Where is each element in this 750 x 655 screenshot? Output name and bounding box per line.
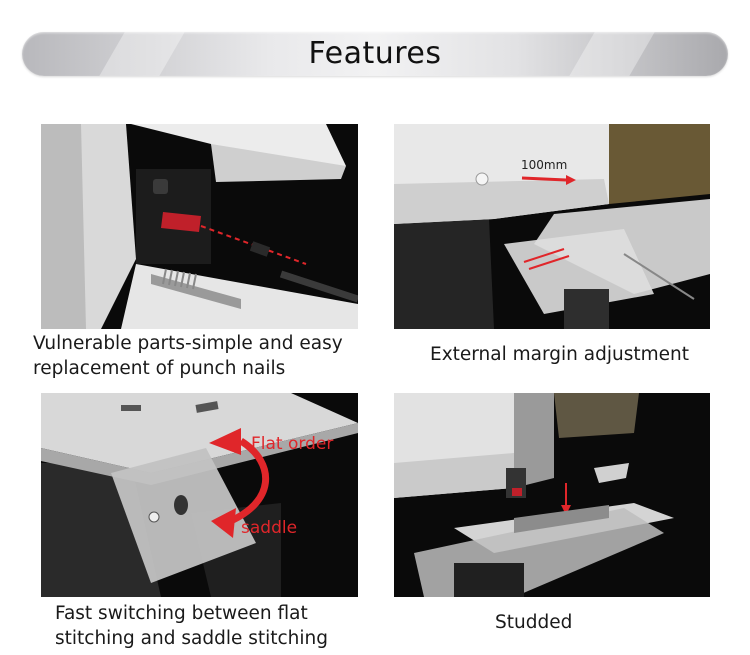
- caption-line: External margin adjustment: [430, 344, 689, 365]
- caption-line: Vulnerable parts-simple and easy: [33, 333, 343, 354]
- feature-image-flat-saddle: Flat order saddle: [41, 393, 358, 597]
- page-title: Features: [308, 36, 442, 71]
- feature-caption-margin-adjustment: External margin adjustment: [430, 342, 689, 367]
- feature-image-studded: [394, 393, 710, 597]
- caption-line: Studded: [495, 612, 573, 633]
- caption-line: Fast switching between flat: [55, 603, 308, 624]
- feature-image-punch-nails: [41, 124, 358, 329]
- saddle-label: saddle: [241, 518, 297, 538]
- features-banner: Features: [22, 32, 728, 76]
- flat-order-label: Flat order: [251, 434, 333, 454]
- feature-caption-punch-nails: Vulnerable parts-simple and easy replace…: [33, 331, 343, 381]
- caption-line: stitching and saddle stitching: [55, 628, 329, 649]
- feature-caption-flat-saddle: Fast switching between flat stitching an…: [55, 601, 328, 651]
- feature-caption-studded: Studded: [495, 610, 572, 635]
- feature-image-margin-adjustment: 100mm: [394, 124, 710, 329]
- margin-annotation: 100mm: [521, 158, 567, 172]
- caption-line: replacement of punch nails: [33, 358, 286, 379]
